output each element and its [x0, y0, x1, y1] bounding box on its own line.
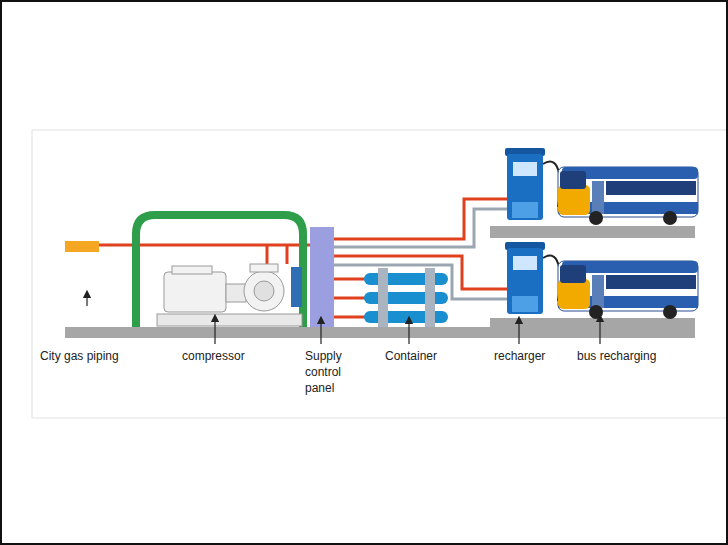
gas-pipe-inlet	[65, 241, 99, 252]
part-label: Supply control panel	[305, 348, 357, 396]
container-symbol	[364, 268, 448, 327]
recharger-symbol	[505, 148, 560, 220]
panel	[32, 130, 728, 418]
bus-symbol	[558, 261, 698, 319]
part-label: compressor	[182, 348, 245, 364]
part-label: bus recharging	[577, 348, 656, 364]
part-label: recharger	[494, 348, 545, 364]
leader-lines	[87, 294, 600, 344]
recharger-symbol	[505, 242, 560, 314]
bus-symbol	[558, 167, 698, 225]
return-pipe	[136, 215, 303, 327]
compressor-symbol	[157, 264, 302, 326]
part-label: City gas piping	[40, 348, 119, 364]
control-panel-symbol	[310, 227, 334, 327]
part-label: Container	[385, 348, 437, 364]
